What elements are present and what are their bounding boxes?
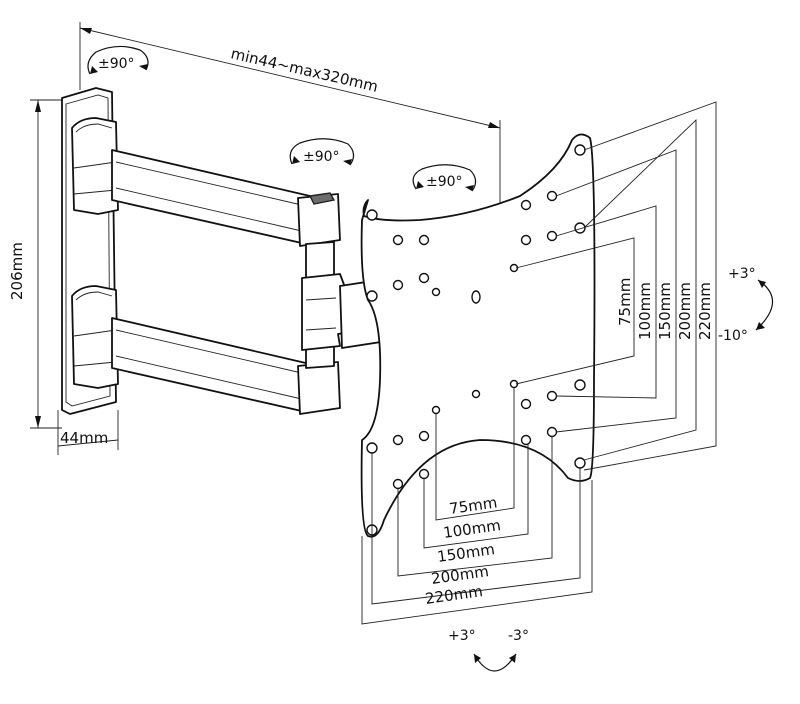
tilt-indicator: +3° -10° xyxy=(718,266,774,344)
plate-hole xyxy=(520,234,532,246)
vesa-vertical-150: 150mm xyxy=(656,282,674,340)
swivel-right-label: -3° xyxy=(508,628,529,644)
plate-center-hole xyxy=(471,290,481,304)
tilt-down-label: -10° xyxy=(718,328,748,344)
plate-hole xyxy=(546,390,558,402)
plate-hole xyxy=(366,209,378,221)
swivel-left-label: +3° xyxy=(448,628,476,644)
tilt-up-label: +3° xyxy=(728,266,756,282)
wall-swivel-label: ±90° xyxy=(98,56,135,72)
elbow-swivel-indicator: ±90° xyxy=(289,138,355,166)
plate-hole xyxy=(574,379,586,391)
extension-label: min44~max320mm xyxy=(229,44,380,95)
plate-hole xyxy=(574,144,586,156)
wall-plate-height-label: 206mm xyxy=(8,242,26,300)
wall-plate-depth-dimension: 44mm xyxy=(57,410,119,455)
plate-rotation-indicator: ±90° xyxy=(412,164,477,192)
plate-hole xyxy=(392,478,404,490)
plate-hole xyxy=(392,279,404,291)
vesa-vertical-100: 100mm xyxy=(636,282,654,340)
plate-hole xyxy=(366,290,378,302)
plate-hole xyxy=(431,287,441,297)
plate-hole xyxy=(418,234,430,246)
plate-hole xyxy=(366,442,378,454)
plate-hole xyxy=(574,457,586,469)
wall-plate-height-dimension: 206mm xyxy=(8,99,62,429)
vesa-vertical-dimensions: 75mm 100mm 150mm 200mm 220mm xyxy=(515,101,717,471)
plate-hole xyxy=(418,272,430,284)
plate-hole xyxy=(520,434,532,446)
plate-hole xyxy=(392,434,404,446)
elbow-swivel-label: ±90° xyxy=(303,149,340,165)
plate-hole xyxy=(546,426,558,438)
plate-hole xyxy=(471,389,481,399)
plate-hole xyxy=(392,234,404,246)
vesa-horizontal-75: 75mm xyxy=(448,493,498,518)
vesa-vertical-200: 200mm xyxy=(676,282,694,340)
plate-hole xyxy=(546,230,558,242)
plate-rotation-label: ±90° xyxy=(426,174,463,190)
wall-plate-depth-label: 44mm xyxy=(60,429,108,447)
vesa-vertical-75: 75mm xyxy=(616,278,634,326)
upper-arm xyxy=(111,149,341,247)
plate-hole xyxy=(574,222,586,234)
vesa-vertical-220: 220mm xyxy=(696,282,714,340)
plate-hole xyxy=(431,405,441,415)
vesa-horizontal-100: 100mm xyxy=(442,516,502,542)
plate-hole xyxy=(520,199,532,211)
plate-hole xyxy=(546,190,558,202)
wall-plate xyxy=(61,87,119,415)
plate-hole xyxy=(520,398,532,410)
plate-hole xyxy=(418,468,430,480)
plate-hole xyxy=(418,430,430,442)
lower-arm xyxy=(111,317,341,415)
wall-swivel-indicator: ±90° xyxy=(87,45,149,75)
swivel-indicator: +3° -3° xyxy=(448,628,529,672)
